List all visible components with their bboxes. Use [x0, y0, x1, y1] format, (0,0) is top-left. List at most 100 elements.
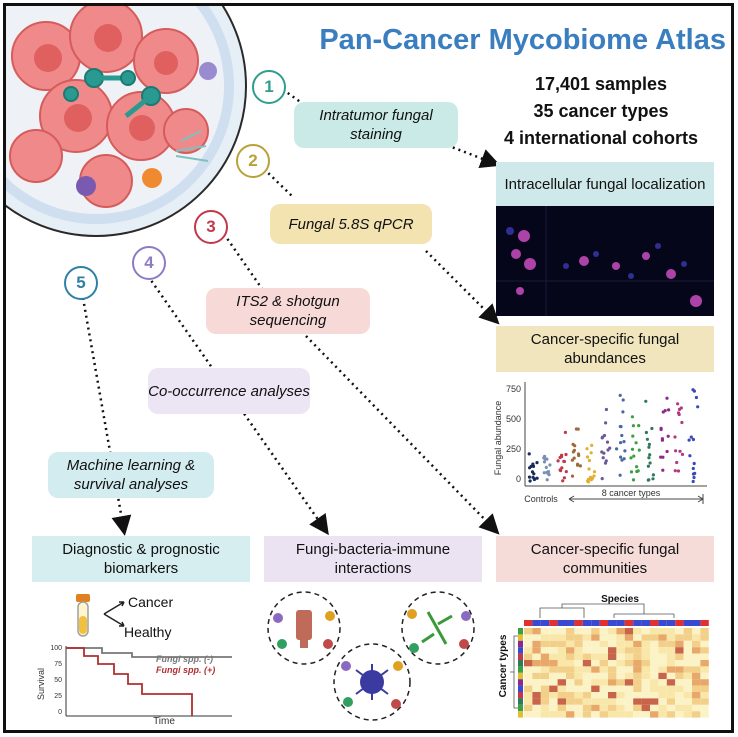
abundance-dot [620, 458, 624, 462]
heatmap-cell [608, 698, 617, 705]
survival-ytick-50: 50 [54, 677, 62, 684]
heatmap-cell [557, 666, 566, 673]
abundance-dot [605, 440, 610, 444]
heatmap-cell [624, 640, 634, 648]
heatmap-cell [683, 640, 692, 648]
heatmap-cell [574, 653, 583, 660]
heatmap-cell [608, 628, 617, 635]
biomarkers-header: Diagnostic & prognostic biomarkers [32, 536, 250, 582]
heatmap-cell [633, 640, 642, 648]
heatmap-cell [582, 653, 592, 660]
heatmap-cell [650, 640, 659, 648]
abundance-dot [527, 475, 532, 479]
abundance-dot [661, 455, 665, 459]
heatmap-cell [641, 685, 650, 692]
abundance-dot [564, 452, 568, 457]
heatmap-cell [540, 647, 550, 654]
abundance-dot [542, 460, 547, 464]
abundance-dot [637, 448, 641, 452]
abundance-dot [676, 402, 680, 406]
heatmap-cell [524, 679, 533, 686]
heatmap-cell [532, 666, 541, 673]
heatmap-cell [608, 653, 617, 660]
heatmap-cell [683, 672, 692, 680]
heatmap-cell [624, 647, 634, 654]
heatmap-cell [524, 704, 533, 712]
heatmap-cancer-bar [518, 647, 523, 654]
heatmap-cell [608, 647, 617, 654]
heatmap-cell [616, 634, 625, 641]
heatmap-cell [532, 640, 541, 648]
heatmap-cell [557, 704, 566, 712]
abundance-dot [648, 461, 652, 465]
abundance-dot [558, 455, 562, 460]
heatmap-cell [549, 672, 558, 680]
heatmap-cell [675, 653, 684, 660]
step-3-badge: 3 [194, 210, 228, 244]
heatmap-cell [574, 640, 583, 648]
heatmap-cell [692, 692, 701, 699]
heatmap-cell [524, 628, 533, 635]
heatmap-cell [532, 698, 541, 705]
heatmap-cell [574, 685, 583, 692]
page-title: Pan-Cancer Mycobiome Atlas [319, 24, 726, 56]
heatmap-cell [692, 679, 701, 686]
heatmap-cell [650, 672, 659, 680]
heatmap-cell [658, 711, 667, 718]
abundance-dot [623, 449, 627, 453]
heatmap-species-bar [566, 620, 575, 626]
abundance-dot [561, 479, 565, 483]
heatmap-cell [599, 704, 608, 712]
abundance-dot [608, 446, 612, 450]
heatmap-cell [692, 698, 701, 705]
heatmap-cell [633, 698, 642, 705]
heatmap-cell [633, 711, 642, 718]
heatmap-cell [650, 647, 659, 654]
heatmap-cell [692, 628, 701, 635]
abundance-dot [687, 438, 691, 442]
heatmap-cell [566, 692, 575, 699]
survival-ytick-100: 100 [50, 645, 62, 652]
heatmap-cell [582, 704, 592, 712]
heatmap-cell [540, 679, 550, 686]
abundance-dot [528, 479, 532, 483]
heatmap-cell [540, 692, 550, 699]
heatmap-cell [591, 685, 600, 692]
heatmap-cell [641, 634, 650, 641]
step-4-badge: 4 [132, 246, 166, 280]
heatmap-cell [532, 679, 541, 686]
heatmap-cell [540, 711, 550, 718]
heatmap-cell [616, 704, 625, 712]
abundance-dot [647, 456, 651, 460]
abundance-dot [556, 459, 560, 463]
heatmap-cancer-bar [518, 628, 523, 635]
heatmap-cell [549, 653, 558, 660]
abundance-dot [692, 461, 696, 466]
heatmap-cell [641, 711, 650, 718]
abundance-dot [694, 395, 698, 400]
abundance-dot [543, 457, 547, 461]
heatmap-cell [557, 698, 566, 705]
heatmap-cell [692, 704, 701, 712]
heatmap-cell [683, 653, 692, 660]
heatmap-cell [549, 698, 558, 705]
heatmap-cell [675, 698, 684, 705]
heatmap-cell [582, 640, 592, 648]
abundance-dot [559, 469, 563, 473]
step-5-number: 5 [76, 273, 86, 292]
abundance-dot [632, 454, 636, 458]
abundance-dot [676, 411, 681, 415]
heatmap-cell [582, 692, 592, 699]
heatmap-cancer-bar [518, 685, 523, 692]
heatmap-cell [666, 634, 676, 641]
heatmap-cell [624, 704, 634, 712]
abundance-dot [629, 470, 634, 474]
heatmap-cell [557, 660, 566, 667]
heatmap-species-bar [540, 620, 550, 626]
heatmap-cancer-bar [518, 653, 523, 660]
heatmap-cell [692, 711, 701, 718]
abundance-dot [691, 388, 695, 392]
heatmap-cell [683, 660, 692, 667]
abundance-dot [564, 470, 568, 474]
survival-curve-negative [66, 647, 232, 658]
